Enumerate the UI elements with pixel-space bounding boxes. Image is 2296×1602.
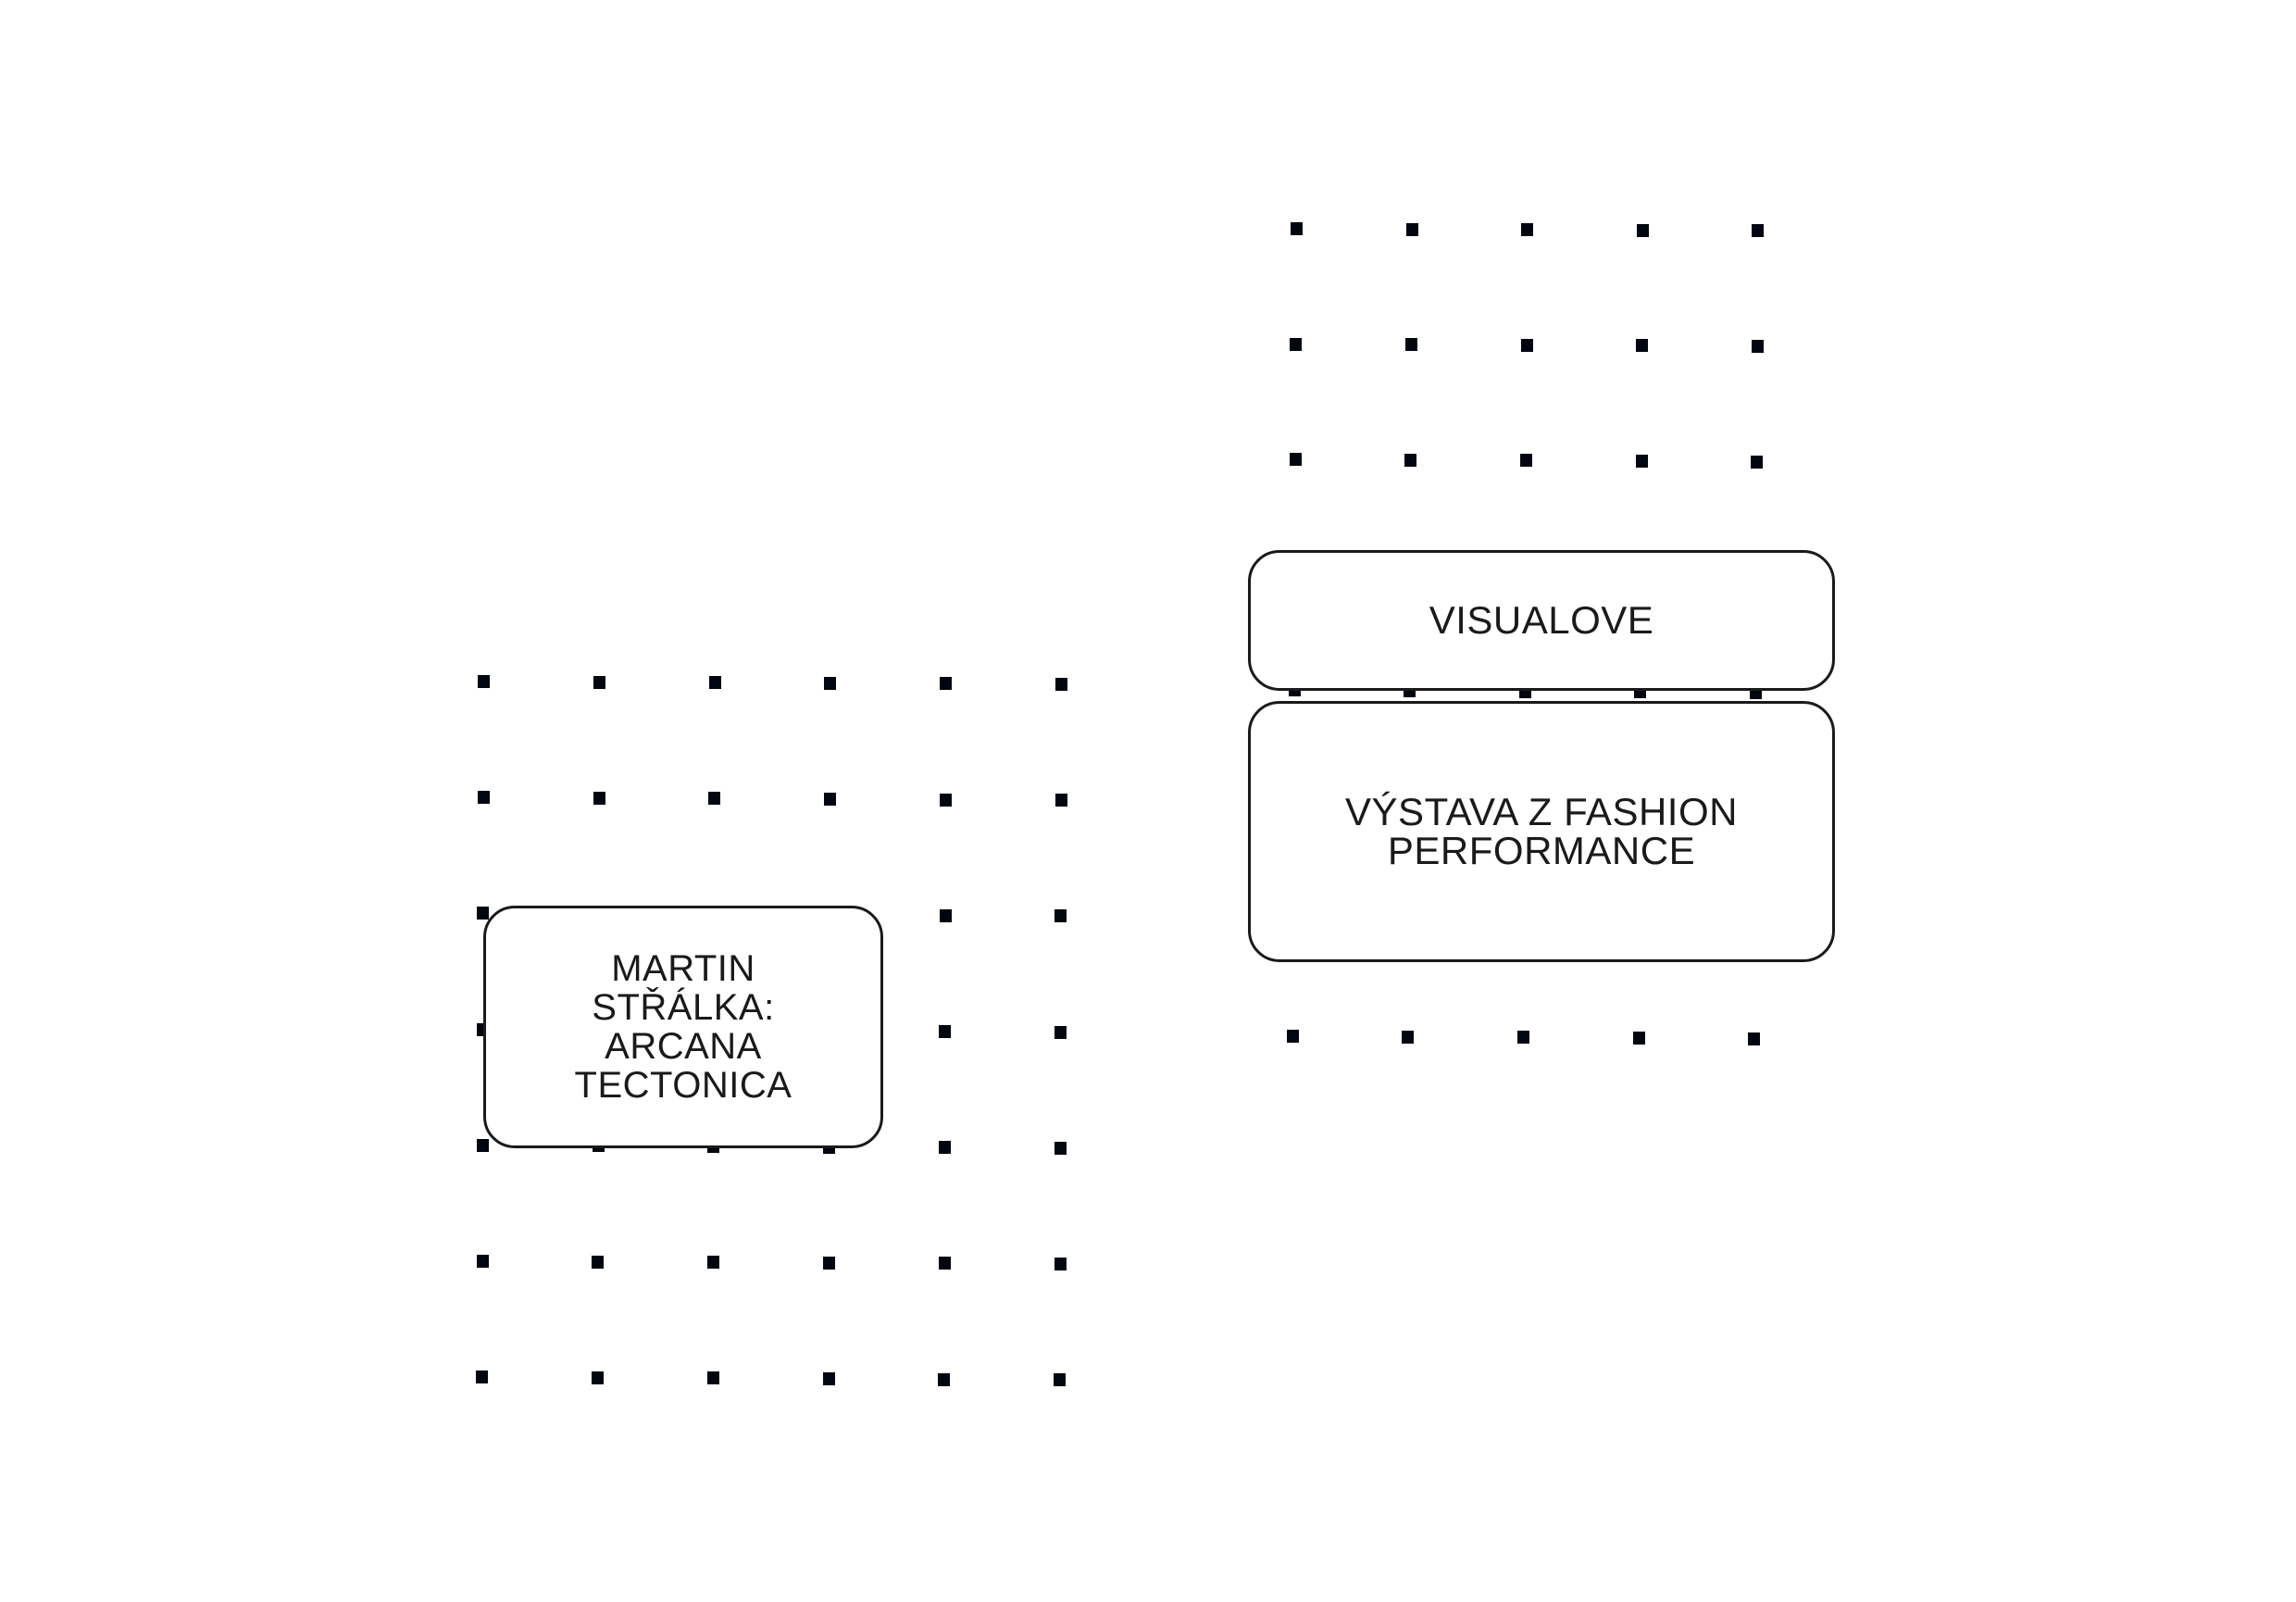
column-dot: [1520, 454, 1532, 468]
exhibit-martin-stralka[interactable]: MARTIN STŘÁLKA: ARCANA TECTONICA: [483, 906, 883, 1148]
column-dot: [477, 907, 490, 920]
exhibit-label: VISUALOVE: [1429, 598, 1654, 642]
column-dot: [1636, 223, 1649, 237]
column-dot: [1404, 453, 1417, 467]
column-dot: [939, 1025, 952, 1038]
exhibit-fashion-performance[interactable]: VÝSTAVA Z FASHION PERFORMANCE: [1248, 701, 1835, 962]
column-dot: [708, 676, 721, 690]
column-dot: [592, 1370, 604, 1384]
column-dot: [824, 793, 837, 806]
column-dot: [1751, 340, 1764, 353]
column-dot: [1751, 455, 1764, 469]
column-dot: [476, 1138, 489, 1152]
column-dot: [1405, 222, 1418, 236]
column-dot: [1520, 338, 1533, 352]
column-dot: [939, 1141, 951, 1155]
column-dot: [707, 1256, 720, 1270]
column-dot: [1405, 338, 1417, 352]
column-dot: [477, 791, 490, 805]
column-dot: [476, 1255, 489, 1268]
column-dot: [476, 1370, 489, 1384]
column-dot: [1286, 1030, 1299, 1044]
column-dot: [592, 1255, 605, 1269]
column-dot: [1752, 224, 1765, 238]
column-dot: [1054, 909, 1067, 923]
column-dot: [822, 1256, 835, 1270]
column-dot: [939, 908, 952, 922]
column-dot: [938, 1372, 951, 1386]
column-dot: [1748, 1032, 1761, 1045]
column-dot: [938, 1257, 951, 1270]
column-dot: [822, 1372, 835, 1385]
column-dot: [593, 675, 605, 689]
column-dot: [1055, 678, 1067, 691]
column-dot: [1054, 1141, 1067, 1155]
column-dot: [1632, 1032, 1645, 1045]
exhibit-label: VÝSTAVA Z FASHION PERFORMANCE: [1345, 790, 1738, 872]
column-dot: [1289, 453, 1302, 467]
column-dot: [1636, 339, 1649, 353]
column-dot: [1521, 223, 1534, 237]
column-dot: [940, 677, 953, 691]
column-dot: [824, 676, 837, 690]
exhibit-visualove[interactable]: VISUALOVE: [1248, 550, 1835, 691]
column-dot: [593, 791, 605, 805]
column-dot: [1054, 794, 1067, 807]
column-dot: [478, 675, 490, 688]
column-dot: [1291, 222, 1303, 235]
column-dot: [1635, 455, 1648, 468]
column-dot: [1054, 1373, 1067, 1387]
column-dot: [706, 1371, 719, 1385]
column-dot: [939, 793, 952, 807]
exhibit-label: MARTIN STŘÁLKA: ARCANA TECTONICA: [574, 948, 792, 1106]
column-dot: [1290, 337, 1303, 351]
column-dot: [1517, 1031, 1529, 1045]
column-dot: [708, 792, 721, 806]
column-dot: [1402, 1030, 1415, 1044]
column-dot: [1054, 1025, 1067, 1039]
column-dot: [1054, 1258, 1067, 1270]
